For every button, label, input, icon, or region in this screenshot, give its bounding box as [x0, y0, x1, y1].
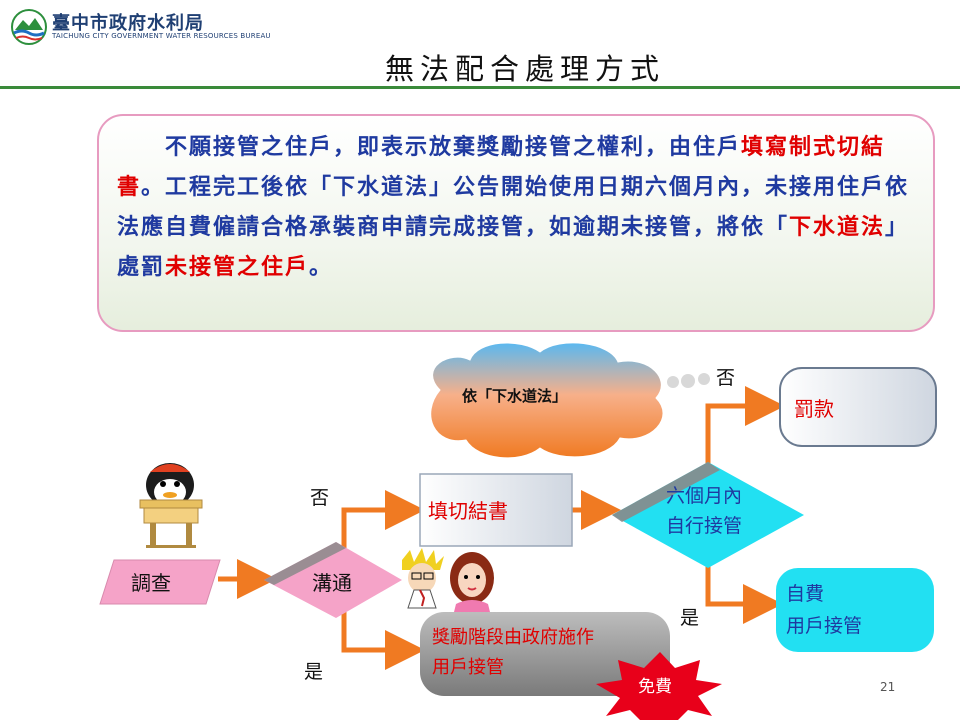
- communicate-node: 溝通: [264, 542, 402, 618]
- notice-part-3: 」處罰: [117, 214, 910, 280]
- free-badge: 免費: [596, 652, 722, 720]
- connectors: [218, 386, 785, 670]
- notice-highlight-affidavit: 填寫制式切結書: [117, 134, 886, 200]
- affidavit-label: 填切結書: [428, 499, 508, 523]
- yes-label-communicate: 是: [304, 661, 323, 683]
- slide-title: 無法配合處理方式: [384, 52, 665, 86]
- self-pay-line2: 用戶接管: [786, 615, 862, 637]
- notice-part-4: 。: [309, 254, 334, 280]
- notice-highlight-unconnected: 未接管之住戶: [165, 254, 310, 280]
- page-number: 21: [880, 680, 896, 694]
- desk-person-icon: [139, 463, 203, 548]
- no-label-decision: 否: [716, 367, 735, 389]
- notice-part-2: 。工程完工後依「下水道法」公告開始使用日期六個月內，未接用住戶依法應自費僱請合格…: [117, 174, 910, 240]
- gov-line2: 用戶接管: [432, 657, 504, 678]
- affidavit-node: 填切結書: [419, 473, 573, 547]
- survey-label: 調查: [131, 571, 171, 595]
- title-divider: [0, 86, 960, 89]
- survey-node: 調查: [99, 559, 221, 605]
- yes-label-decision: 是: [680, 607, 699, 629]
- arrow-communicate-gov: [341, 604, 425, 670]
- no-label-communicate: 否: [310, 487, 329, 509]
- arrow-communicate-affidavit: [341, 490, 425, 555]
- bureau-logo-icon: [11, 9, 47, 45]
- notice-highlight-sewer-law: 下水道法: [789, 214, 886, 240]
- sewer-law-cloud: 依「下水道法」: [430, 342, 710, 459]
- free-label: 免費: [638, 677, 672, 697]
- woman-cartoon-icon: [450, 552, 494, 612]
- arrow-decision-fine: [705, 386, 785, 468]
- notice-part-1: 不願接管之住戶，即表示放棄獎勵接管之權利，由住戶: [165, 134, 742, 160]
- man-cartoon-icon: [402, 548, 444, 609]
- decision-label-line2: 自行接管: [666, 515, 742, 537]
- communicate-label: 溝通: [312, 571, 352, 595]
- arrow-decision-selfpay: [705, 560, 783, 624]
- self-pay-line1: 自費: [786, 583, 824, 605]
- self-pay-node: 自費 用戶接管: [776, 568, 934, 652]
- six-month-decision-node: 六個月內 自行接管: [612, 462, 804, 568]
- org-name-en: TAICHUNG CITY GOVERNMENT WATER RESOURCES…: [52, 32, 271, 40]
- notice-box: [97, 114, 935, 332]
- notice-text: 不願接管之住戶，即表示放棄獎勵接管之權利，由住戶填寫制式切結書。工程完工後依「下…: [117, 127, 917, 287]
- org-name: 臺中市政府水利局: [52, 13, 204, 34]
- gov-line1: 獎勵階段由政府施作: [432, 627, 594, 648]
- fine-label: 罰款: [794, 397, 834, 421]
- fine-node: 罰款: [779, 367, 937, 447]
- cloud-label: 依「下水道法」: [462, 387, 567, 405]
- gov-construction-node: 獎勵階段由政府施作 用戶接管: [420, 612, 670, 696]
- decision-label-line1: 六個月內: [666, 485, 742, 507]
